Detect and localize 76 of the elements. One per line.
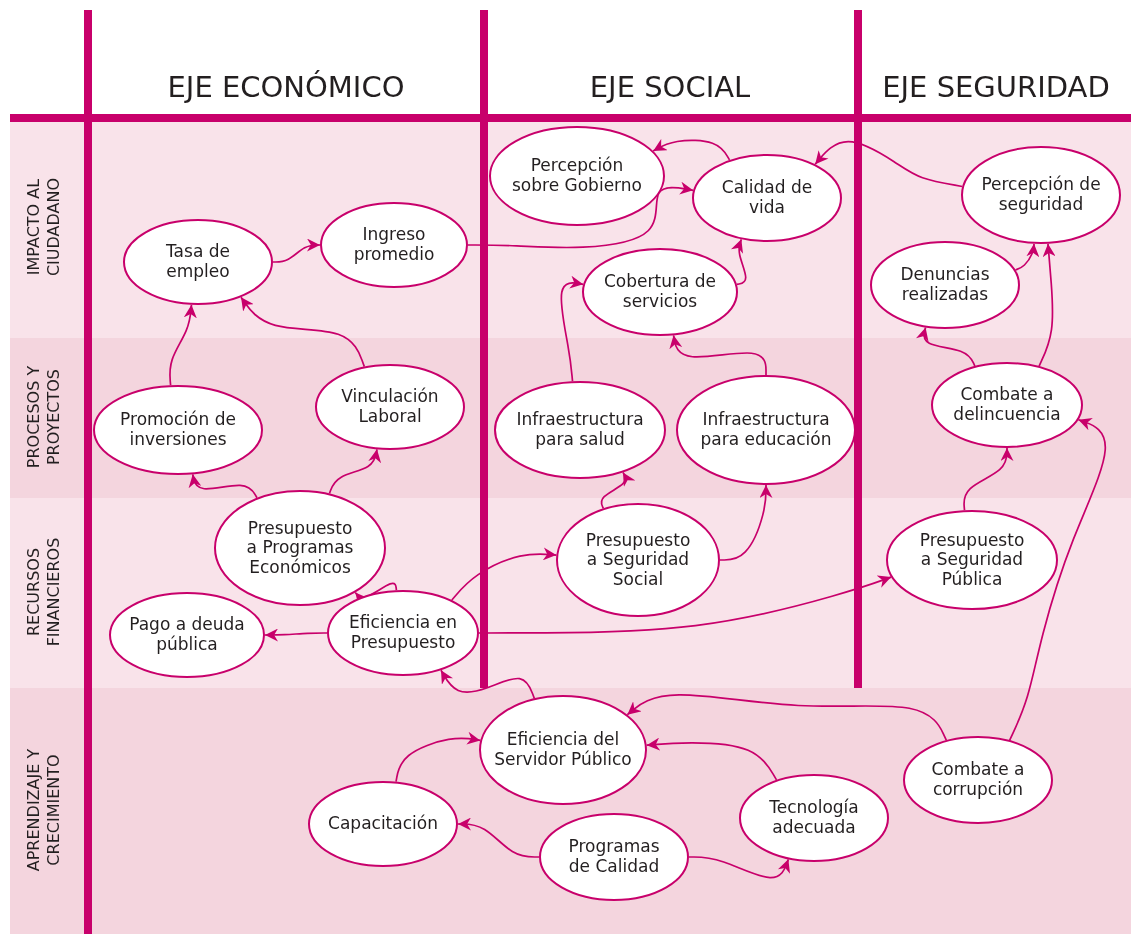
goal-oval (539, 813, 689, 901)
node-label: Programas de Calidad (567, 837, 661, 877)
goal-oval (327, 590, 479, 676)
goal-oval (739, 774, 889, 862)
arrow (626, 694, 948, 741)
goal-oval (676, 375, 856, 485)
row-header: PROCESOS Y PROYECTOS (24, 364, 64, 471)
arrow (963, 447, 1014, 512)
goal-oval (494, 381, 666, 479)
arrow (467, 181, 694, 249)
node-label: Tecnología adecuada (768, 798, 860, 838)
column-header: EJE ECONÓMICO (166, 70, 406, 104)
node-label: Presupuesto a Seguridad Social (584, 530, 692, 590)
arrow (669, 334, 767, 376)
goal-oval (109, 592, 265, 678)
goal-oval (886, 510, 1058, 610)
arrow (730, 238, 747, 286)
arrow (688, 856, 790, 879)
goal-oval (320, 202, 468, 288)
arrow (451, 547, 558, 601)
goal-oval (931, 362, 1083, 448)
goal-oval (308, 781, 458, 867)
row-header: IMPACTO AL CIUDADANO (24, 176, 64, 279)
node-label: Presupuesto a Programas Económicos (245, 518, 355, 578)
arrow (645, 737, 778, 781)
goal-oval (93, 385, 263, 475)
node-label: Cobertura de servicios (603, 272, 717, 312)
row-header: APRENDIZAJE Y CRECIMIENTO (24, 747, 64, 874)
goal-oval (489, 126, 665, 226)
arrow (395, 731, 482, 783)
node-label: Capacitación (327, 814, 439, 834)
node-label: Combate a corrupción (930, 760, 1026, 800)
node-label: Percepción de seguridad (980, 175, 1102, 215)
goal-oval (123, 219, 273, 305)
node-label: Promoción de inversiones (119, 410, 237, 450)
arrow (240, 296, 366, 368)
node-label: Pago a deuda pública (128, 615, 246, 655)
node-label: Infraestructura para educación (699, 410, 833, 450)
arrow (328, 448, 382, 495)
goal-oval (961, 146, 1121, 244)
goal-oval (582, 248, 738, 336)
arrow (814, 140, 964, 188)
node-label: Vinculación Laboral (340, 387, 440, 427)
node-label: Eficiencia del Servidor Público (493, 730, 633, 770)
column-header: EJE SOCIAL (588, 70, 752, 104)
arrow (719, 484, 773, 561)
arrow (1008, 418, 1107, 741)
node-label: Tasa de empleo (165, 242, 231, 282)
arrow (440, 669, 536, 700)
arrow (560, 275, 585, 383)
node-label: Calidad de vida (720, 178, 814, 218)
goal-oval (556, 503, 720, 617)
goal-oval (870, 241, 1020, 329)
column-header: EJE SEGURIDAD (881, 70, 1111, 104)
arrow (1014, 242, 1040, 271)
row-header: RECURSOS FINANCIEROS (24, 536, 64, 649)
arrow (188, 473, 258, 499)
node-label: Eficiencia en Presupuesto (348, 613, 458, 653)
arrow (652, 138, 731, 161)
arrow (264, 628, 328, 642)
goal-oval (315, 364, 465, 450)
node-label: Denuncias realizadas (899, 265, 991, 305)
node-label: Presupuesto a Seguridad Pública (918, 530, 1026, 590)
goal-oval (479, 695, 647, 805)
arrow (1038, 242, 1056, 367)
node-label: Percepción sobre Gobierno (511, 156, 643, 196)
node-label: Infraestructura para salud (515, 410, 645, 450)
arrow (915, 326, 976, 367)
node-label: Ingreso promedio (352, 225, 436, 265)
arrow (272, 238, 321, 263)
arrow (457, 817, 540, 858)
goal-oval (903, 736, 1053, 824)
goal-oval (692, 154, 842, 242)
arrow (169, 304, 197, 387)
goal-oval (214, 490, 386, 606)
node-label: Combate a delincuencia (952, 385, 1062, 425)
